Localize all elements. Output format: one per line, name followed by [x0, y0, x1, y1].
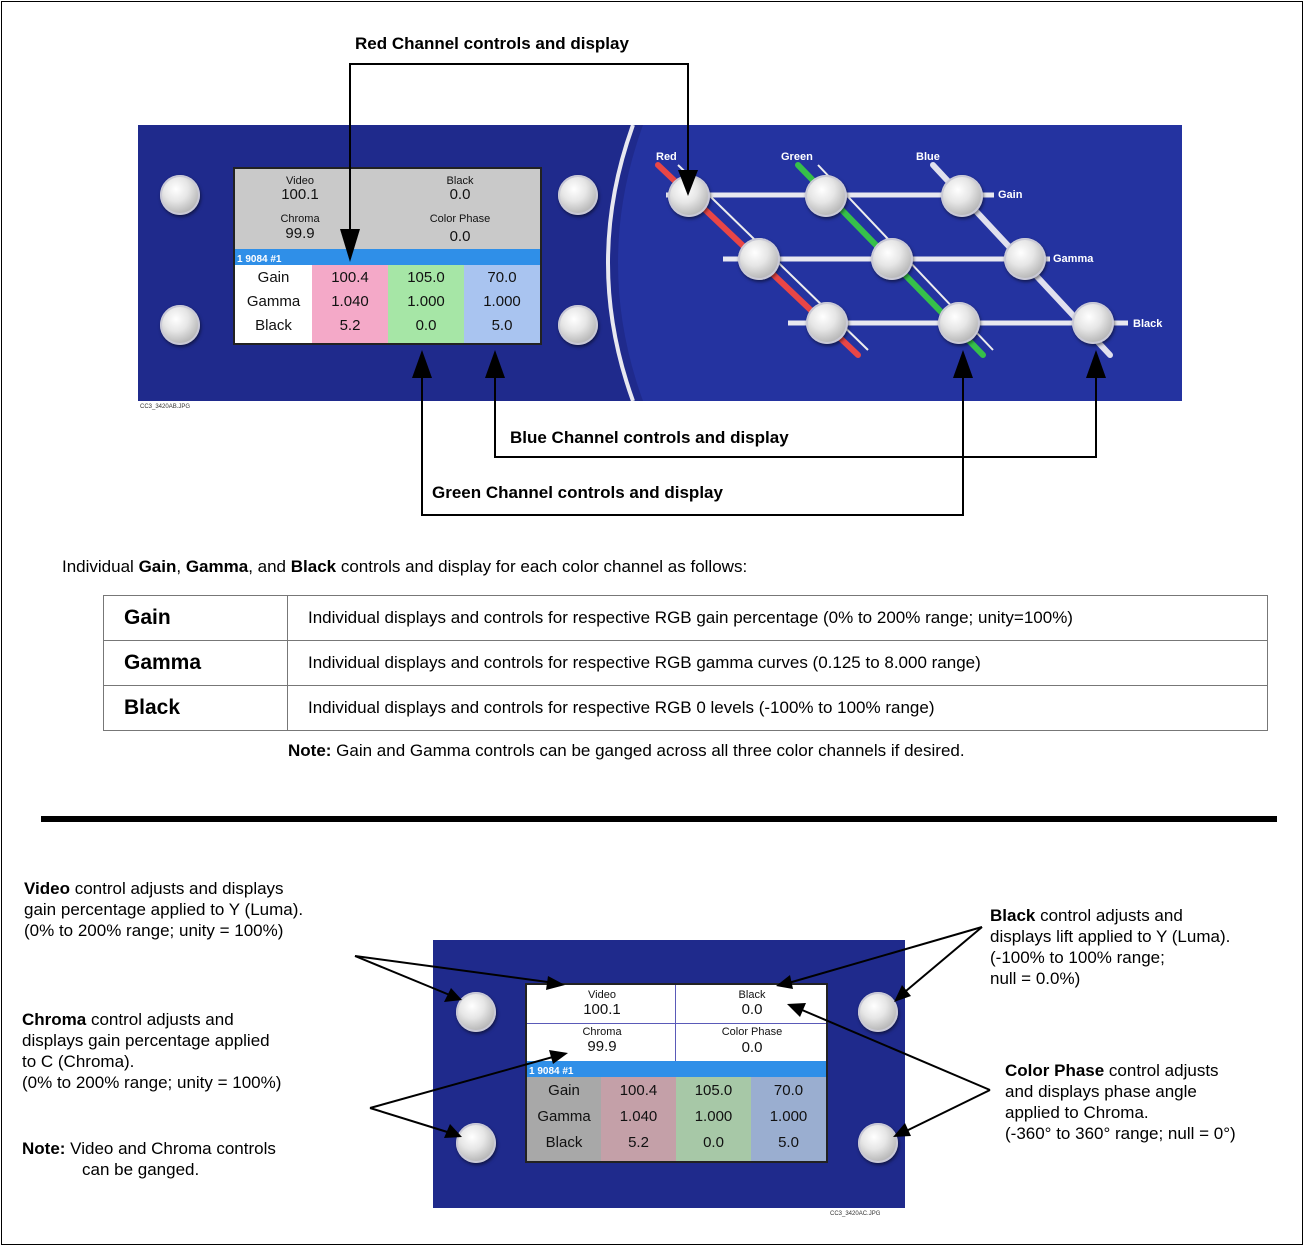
green-channel-label: Green Channel controls and display [432, 483, 723, 502]
panel-label-gain: Gain [998, 189, 1023, 201]
panel-label-blue: Blue [916, 151, 940, 163]
lcd-row-label: Gain [257, 269, 290, 286]
lcd-chroma-value: 99.9 [285, 225, 315, 242]
lcd-black-label: Black [446, 175, 474, 187]
control-panel-photo: Red Green Blue Gain Gamma Black Video 10… [138, 125, 1182, 401]
lcd-cell: 5.0 [778, 1134, 799, 1151]
table-row: Black Individual displays and controls f… [103, 685, 1268, 731]
lcd-black-value: 0.0 [741, 1001, 763, 1018]
lcd-cell: 105.0 [407, 269, 445, 286]
note-video-chroma: Note: Video and Chroma controls can be g… [22, 1139, 276, 1179]
lcd-status-text: 1 9084 #1 [237, 254, 282, 265]
lcd-video-value: 100.1 [281, 186, 319, 203]
lcd-cell: 70.0 [773, 1082, 804, 1099]
color-phase-callout: Color Phase control adjusts and displays… [1005, 1061, 1236, 1143]
lcd-cell: 1.000 [769, 1108, 808, 1125]
param-desc: Individual displays and controls for res… [287, 640, 1268, 686]
lcd-display: Video 100.1 Black 0.0 Chroma 99.9 Color … [233, 167, 542, 345]
color-phase-knob[interactable] [558, 305, 598, 345]
lcd-row-label: Black [545, 1134, 583, 1151]
panel-label-green: Green [781, 151, 813, 163]
lcd-cell: 100.4 [331, 269, 369, 286]
red-black-knob[interactable] [806, 302, 848, 344]
lcd-chroma-value: 99.9 [587, 1038, 617, 1055]
black-callout: Black control adjusts and displays lift … [990, 906, 1231, 988]
chroma-knob[interactable] [456, 1123, 496, 1163]
lcd-chroma-label: Chroma [582, 1026, 622, 1038]
lcd-status-bar: 1 9084 #1 [235, 249, 540, 265]
intro-text: Individual Gain, Gamma, and Black contro… [62, 557, 748, 576]
lcd-cell: 5.2 [339, 317, 361, 334]
blue-black-knob[interactable] [1072, 302, 1114, 344]
lcd-black-value: 0.0 [449, 186, 471, 203]
photo-filename: CC3_3420AC.JPG [830, 1211, 881, 1217]
display-panel-photo: Video 100.1 Black 0.0 Chroma 99.9 Color … [433, 940, 905, 1208]
red-gamma-knob[interactable] [738, 238, 780, 280]
lcd-row-label: Black [255, 317, 292, 334]
video-knob[interactable] [456, 992, 496, 1032]
lcd-cell: 100.4 [619, 1082, 658, 1099]
section-divider [41, 816, 1277, 822]
params-table: Gain Individual displays and controls fo… [103, 595, 1268, 731]
green-gamma-knob[interactable] [871, 238, 913, 280]
param-desc: Individual displays and controls for res… [287, 685, 1268, 731]
param-desc: Individual displays and controls for res… [287, 595, 1268, 641]
green-black-knob[interactable] [938, 302, 980, 344]
lcd-phase-value: 0.0 [741, 1039, 763, 1056]
bottom-callout-lines [354, 926, 991, 1138]
blue-channel-label: Blue Channel controls and display [510, 428, 789, 447]
lcd-cell: 1.000 [694, 1108, 733, 1125]
lcd-row-label: Gain [548, 1082, 580, 1099]
lcd-cell: 1.000 [483, 293, 521, 310]
chroma-callout: Chroma control adjusts and displays gain… [22, 1010, 282, 1092]
panel-label-red: Red [656, 151, 677, 163]
lcd-cell: 105.0 [694, 1082, 733, 1099]
black-knob[interactable] [858, 992, 898, 1032]
lcd-cell: 0.0 [415, 317, 437, 334]
photo-filename: CC3_3420AB.JPG [140, 404, 191, 410]
lcd-cell: 0.0 [703, 1134, 724, 1151]
lcd-row-label: Gamma [246, 293, 301, 310]
param-name: Black [103, 685, 288, 731]
table-row: Gamma Individual displays and controls f… [103, 640, 1268, 686]
lcd-chroma-label: Chroma [280, 213, 320, 225]
lcd-cell: 1.040 [619, 1108, 658, 1125]
lcd-cell: 5.2 [628, 1134, 649, 1151]
blue-gain-knob[interactable] [941, 175, 983, 217]
lcd-cell: 70.0 [487, 269, 517, 286]
lcd-row-label: Gamma [537, 1108, 591, 1125]
green-gain-knob[interactable] [805, 175, 847, 217]
lcd-status-bar: 1 9084 #1 [527, 1061, 826, 1077]
panel-label-gamma: Gamma [1053, 253, 1094, 265]
video-callout: Video control adjusts and displays gain … [24, 879, 304, 940]
top-callout-lines [340, 63, 1106, 516]
panel-label-black: Black [1133, 318, 1163, 330]
table-row: Gain Individual displays and controls fo… [103, 595, 1268, 641]
black-knob[interactable] [558, 175, 598, 215]
lcd-cell: 1.040 [331, 293, 369, 310]
lcd-video-label: Video [588, 989, 616, 1001]
video-knob[interactable] [160, 175, 200, 215]
lcd-phase-label: Color Phase [429, 213, 491, 225]
param-name: Gamma [103, 640, 288, 686]
lcd-status-text: 1 9084 #1 [529, 1066, 574, 1077]
lcd-cell: 5.0 [491, 317, 513, 334]
lcd-display: Video 100.1 Black 0.0 Chroma 99.9 Color … [525, 983, 828, 1163]
red-channel-label: Red Channel controls and display [355, 34, 629, 53]
blue-gamma-knob[interactable] [1004, 238, 1046, 280]
note-gang: Note: Gain and Gamma controls can be gan… [288, 741, 965, 760]
lcd-video-label: Video [286, 175, 314, 187]
lcd-phase-value: 0.0 [449, 228, 471, 245]
lcd-video-value: 100.1 [583, 1001, 621, 1018]
lcd-black-label: Black [738, 989, 766, 1001]
chroma-knob[interactable] [160, 305, 200, 345]
lcd-cell: 1.000 [407, 293, 445, 310]
color-phase-knob[interactable] [858, 1123, 898, 1163]
lcd-phase-label: Color Phase [721, 1026, 783, 1038]
param-name: Gain [103, 595, 288, 641]
